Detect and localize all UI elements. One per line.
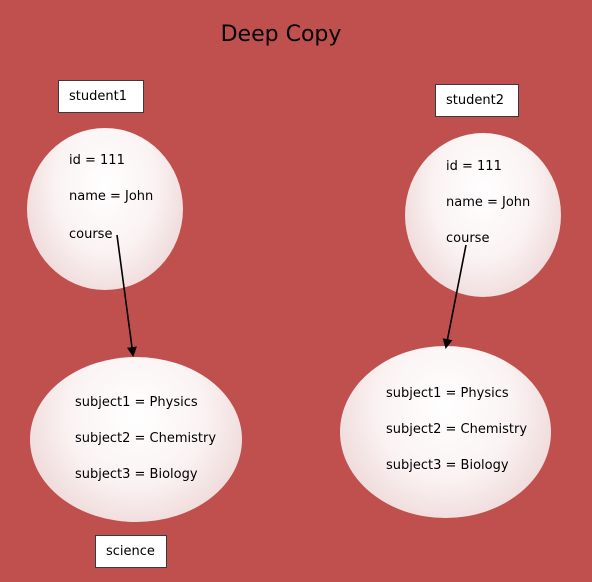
student1-subject2: subject2 = Chemistry	[75, 431, 217, 446]
student2-label-box: student2	[435, 84, 519, 117]
student1-name-field: name = John	[69, 189, 154, 204]
student1-course-ellipse	[30, 357, 242, 522]
student1-object-ellipse	[27, 128, 183, 290]
diagram-title: Deep Copy	[220, 22, 342, 47]
student2-course-field: course	[446, 231, 490, 246]
student2-name-field: name = John	[446, 195, 531, 210]
student2-subject1: subject1 = Physics	[386, 386, 509, 401]
student1-label-box: student1	[58, 80, 144, 113]
student2-object-ellipse	[405, 133, 561, 297]
student2-subject3: subject3 = Biology	[386, 458, 509, 473]
student1-id-field: id = 111	[69, 153, 125, 168]
course-science-label-box: science	[95, 535, 167, 568]
student1-subject1: subject1 = Physics	[75, 395, 198, 410]
student2-subject2: subject2 = Chemistry	[386, 422, 528, 437]
student2-course-ellipse	[340, 346, 551, 518]
student1-course-field: course	[69, 227, 113, 242]
student2-id-field: id = 111	[446, 159, 502, 174]
student1-subject3: subject3 = Biology	[75, 467, 198, 482]
